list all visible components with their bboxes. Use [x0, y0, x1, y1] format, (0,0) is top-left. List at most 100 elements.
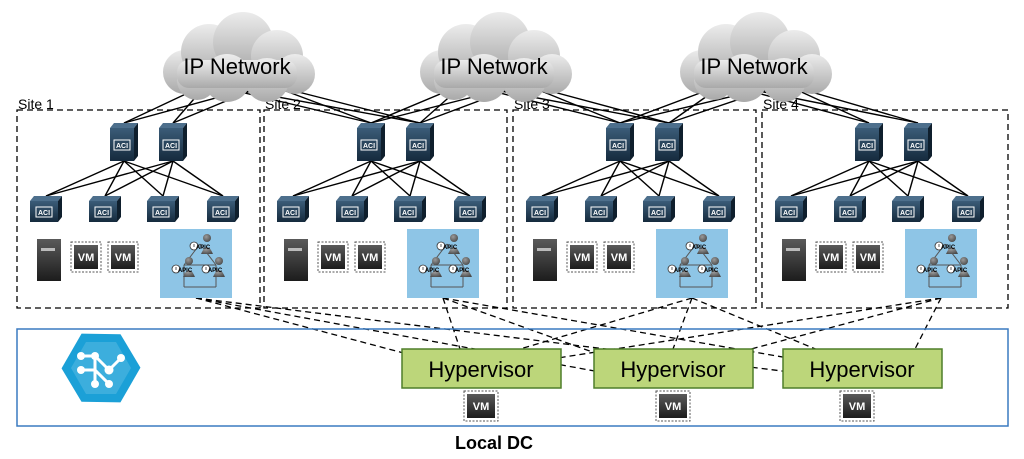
- spine-leaf-link: [619, 160, 720, 197]
- vm-label: VM: [362, 252, 379, 264]
- spine-leaf-link: [917, 160, 969, 197]
- leaf-switch-icon: ACI: [394, 196, 426, 222]
- server-icon: [37, 239, 61, 281]
- aci-label: ACI: [402, 210, 414, 217]
- spine-leaf-link: [292, 160, 421, 197]
- leaf-switch-icon: ACI: [277, 196, 309, 222]
- spine-leaf-link: [104, 160, 125, 197]
- vm-label: VM: [325, 252, 342, 264]
- aci-label: ACI: [900, 210, 912, 217]
- spine-leaf-link: [370, 160, 411, 197]
- spine-leaf-link: [790, 160, 919, 197]
- management-link: [519, 297, 693, 350]
- cloud-label: IP Network: [440, 54, 548, 79]
- apic-label: APIC: [953, 268, 968, 274]
- vm-label: VM: [611, 252, 628, 264]
- apic-label: APIC: [196, 245, 211, 251]
- vm-icon: VM: [317, 241, 349, 273]
- spine-leaf-link: [600, 160, 621, 197]
- apic-controller-icon: APIC: [171, 257, 195, 277]
- apic-label: APIC: [923, 268, 938, 274]
- apic-label: APIC: [455, 268, 470, 274]
- spine-leaf-link: [162, 160, 174, 197]
- site-1-box: Site 1: [16, 96, 261, 309]
- vm-icon: VM: [603, 241, 635, 273]
- spine-switch-icon: ACI: [904, 123, 932, 161]
- vm-icon: VM: [852, 241, 884, 273]
- apic-label: APIC: [178, 268, 193, 274]
- leaf-switch-icon: ACI: [526, 196, 558, 222]
- vm-label: VM: [115, 252, 132, 264]
- spine-leaf-link: [370, 160, 471, 197]
- apic-controller-icon: APIC: [697, 257, 721, 277]
- spine-leaf-link: [292, 160, 372, 197]
- spine-leaf-link: [351, 160, 421, 197]
- spine-switch-icon: ACI: [406, 123, 434, 161]
- management-link: [739, 297, 942, 353]
- aci-label: ACI: [97, 210, 109, 217]
- apic-controller-icon: APIC: [201, 257, 225, 277]
- apic-label: APIC: [692, 245, 707, 251]
- spine-leaf-link: [123, 160, 164, 197]
- apic-controller-icon: APIC: [189, 234, 213, 254]
- leaf-switch-icon: ACI: [952, 196, 984, 222]
- spine-leaf-link: [123, 160, 224, 197]
- vm-icon: VM: [463, 390, 499, 422]
- ip-network-cloud: IP Network: [420, 12, 572, 102]
- aci-label: ACI: [651, 210, 663, 217]
- spine-leaf-link: [45, 160, 125, 197]
- apic-controller-icon: APIC: [685, 234, 709, 254]
- spine-leaf-link: [668, 160, 720, 197]
- aci-label: ACI: [711, 210, 723, 217]
- spine-leaf-link: [790, 160, 870, 197]
- leaf-switch-icon: ACI: [775, 196, 807, 222]
- spine-leaf-link: [45, 160, 174, 197]
- spine-leaf-link: [907, 160, 919, 197]
- hypervisor-label: Hypervisor: [428, 357, 533, 382]
- cloud-label: IP Network: [183, 54, 291, 79]
- vm-icon: VM: [70, 241, 102, 273]
- leaf-switch-icon: ACI: [89, 196, 121, 222]
- management-link: [914, 297, 942, 350]
- spine-leaf-link: [868, 160, 909, 197]
- apic-controller-icon: APIC: [934, 234, 958, 254]
- aci-label: ACI: [462, 210, 474, 217]
- leaf-switch-icon: ACI: [207, 196, 239, 222]
- vm-label: VM: [823, 252, 840, 264]
- spine-switch-icon: ACI: [655, 123, 683, 161]
- spine-leaf-link: [104, 160, 174, 197]
- apic-label: APIC: [208, 268, 223, 274]
- aci-label: ACI: [661, 143, 673, 150]
- spine-switch-icon: ACI: [606, 123, 634, 161]
- apic-cluster-panel: APIC APIC APIC: [160, 229, 232, 298]
- apic-controller-icon: APIC: [946, 257, 970, 277]
- apic-label: APIC: [941, 245, 956, 251]
- local-dc-box: [16, 328, 1009, 427]
- vm-label: VM: [665, 401, 682, 413]
- aci-label: ACI: [783, 210, 795, 217]
- aci-label: ACI: [363, 143, 375, 150]
- management-link: [442, 297, 461, 350]
- apic-controller-icon: APIC: [448, 257, 472, 277]
- spine-leaf-link: [868, 160, 969, 197]
- aci-label: ACI: [861, 143, 873, 150]
- vm-icon: VM: [354, 241, 386, 273]
- apic-controller-icon: APIC: [667, 257, 691, 277]
- aci-label: ACI: [155, 210, 167, 217]
- vm-label: VM: [860, 252, 877, 264]
- aci-label: ACI: [412, 143, 424, 150]
- spine-leaf-link: [849, 160, 870, 197]
- server-icon: [284, 239, 308, 281]
- hypervisor-2: Hypervisor: [593, 348, 754, 389]
- vm-icon: VM: [815, 241, 847, 273]
- spine-leaf-link: [541, 160, 670, 197]
- cloud-label: IP Network: [700, 54, 808, 79]
- spine-leaf-link: [849, 160, 919, 197]
- management-link: [442, 297, 621, 363]
- apic-controller-icon: APIC: [436, 234, 460, 254]
- ip-network-clouds: IP Network IP Network IP Network: [163, 12, 832, 102]
- vm-label: VM: [473, 401, 490, 413]
